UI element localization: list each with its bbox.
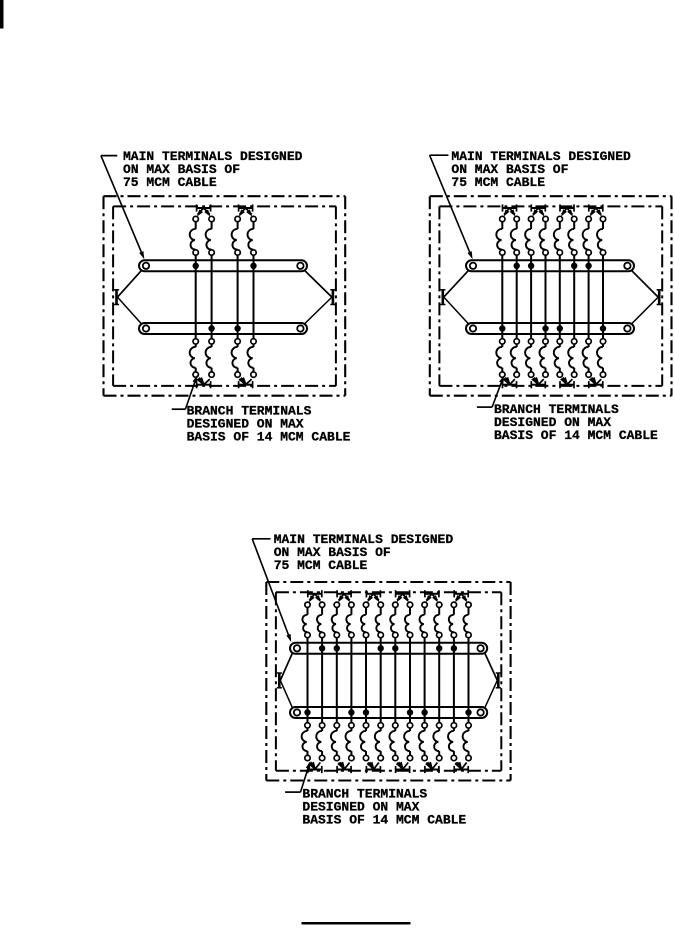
svg-text:75 MCM CABLE: 75 MCM CABLE <box>123 175 217 190</box>
svg-text:BASIS OF 14 MCM CABLE: BASIS OF 14 MCM CABLE <box>187 429 351 444</box>
svg-text:DESIGNED ON MAX: DESIGNED ON MAX <box>302 799 419 814</box>
svg-text:DESIGNED ON MAX: DESIGNED ON MAX <box>494 415 611 430</box>
svg-text:75 MCM CABLE: 75 MCM CABLE <box>451 175 545 190</box>
svg-text:ON MAX BASIS OF: ON MAX BASIS OF <box>274 545 391 560</box>
svg-text:DESIGNED ON MAX: DESIGNED ON MAX <box>187 416 304 431</box>
svg-text:75 MCM CABLE: 75 MCM CABLE <box>274 558 368 573</box>
svg-text:MAIN TERMINALS DESIGNED: MAIN TERMINALS DESIGNED <box>274 532 454 547</box>
svg-text:ON MAX BASIS OF: ON MAX BASIS OF <box>451 162 568 177</box>
svg-text:ON MAX BASIS OF: ON MAX BASIS OF <box>123 162 240 177</box>
svg-text:MAIN TERMINALS DESIGNED: MAIN TERMINALS DESIGNED <box>123 149 303 164</box>
svg-text:MAIN TERMINALS DESIGNED: MAIN TERMINALS DESIGNED <box>451 149 631 164</box>
svg-text:BRANCH TERMINALS: BRANCH TERMINALS <box>187 403 312 418</box>
svg-text:BRANCH TERMINALS: BRANCH TERMINALS <box>302 786 427 801</box>
svg-text:BASIS OF 14 MCM CABLE: BASIS OF 14 MCM CABLE <box>302 812 466 827</box>
svg-text:BASIS OF 14 MCM CABLE: BASIS OF 14 MCM CABLE <box>494 428 658 443</box>
svg-text:BRANCH TERMINALS: BRANCH TERMINALS <box>494 402 619 417</box>
